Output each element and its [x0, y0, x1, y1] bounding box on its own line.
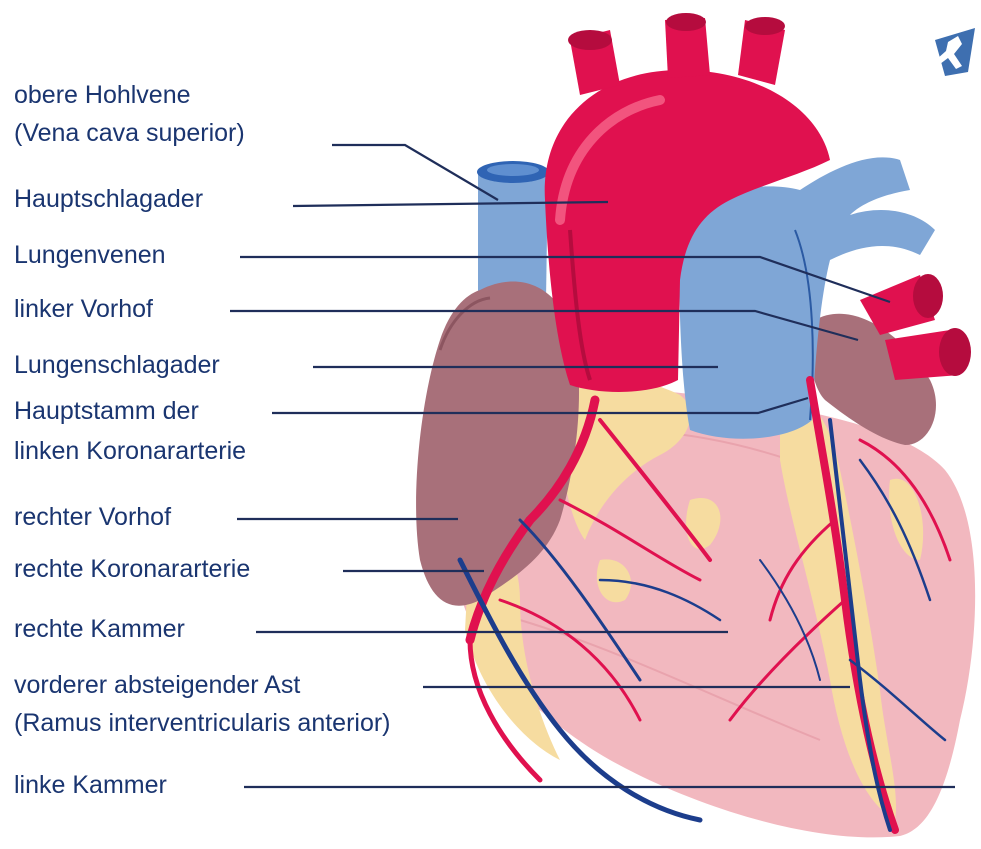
label-aorta: Hauptschlagader [14, 184, 203, 214]
label-right-coronary-artery: rechte Koronararterie [14, 554, 250, 584]
label-superior-vena-cava-line1: obere Hohlvene [14, 80, 191, 110]
label-pulmonary-artery: Lungenschlagader [14, 350, 220, 380]
label-left-atrium: linker Vorhof [14, 294, 153, 324]
label-left-main-coronary-line1: Hauptstamm der [14, 396, 199, 426]
label-pulmonary-veins: Lungenvenen [14, 240, 166, 270]
label-right-atrium: rechter Vorhof [14, 502, 171, 532]
logo-icon [935, 28, 975, 76]
label-lad-line1: vorderer absteigender Ast [14, 670, 300, 700]
label-left-main-coronary-line2: linken Koronararterie [14, 436, 246, 466]
label-lad-line2: (Ramus interventricularis anterior) [14, 708, 391, 738]
label-superior-vena-cava-line2: (Vena cava superior) [14, 118, 245, 148]
label-right-ventricle: rechte Kammer [14, 614, 185, 644]
superior-vena-cava [477, 161, 549, 300]
label-left-ventricle: linke Kammer [14, 770, 167, 800]
leader-superior-vena-cava [332, 145, 498, 200]
